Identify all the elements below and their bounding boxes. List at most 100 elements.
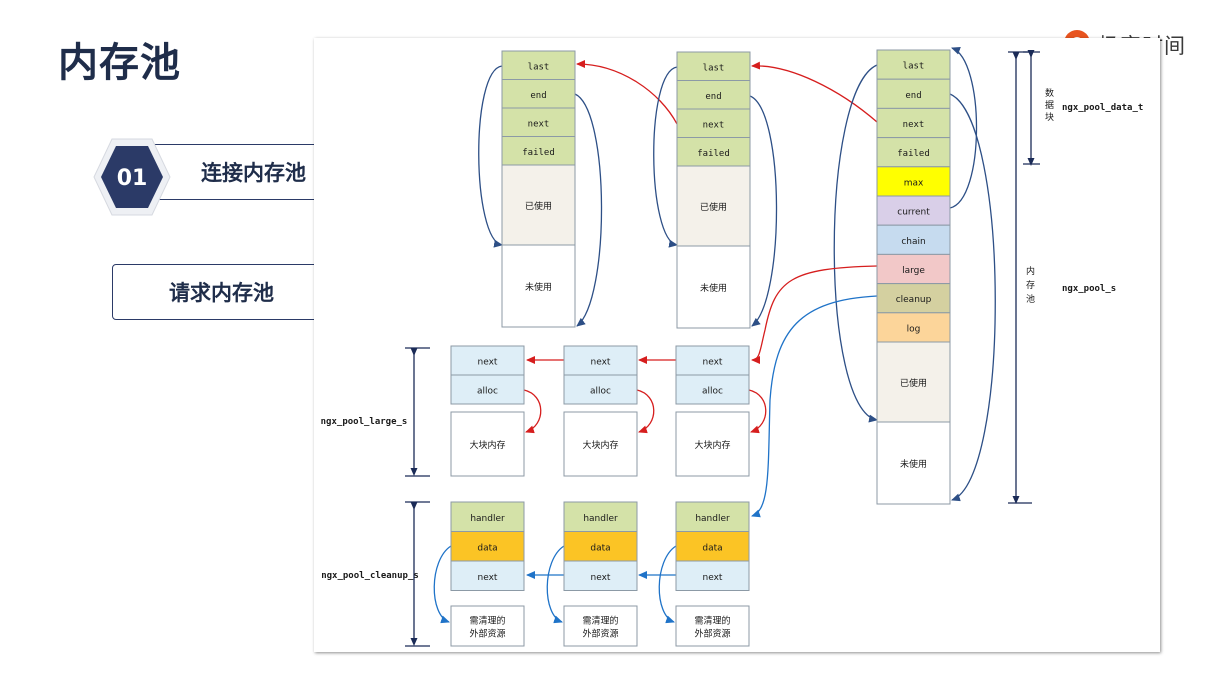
- pool-field-failed: [876, 137, 951, 168]
- pool-field-end-label: end: [905, 91, 921, 101]
- data-block-1-field-failed: [501, 136, 576, 166]
- pool-cleanup-arrow: [751, 295, 878, 518]
- cleanup-1-field-data: [450, 531, 525, 562]
- data-block-2-field-failed: [676, 137, 751, 167]
- pool-field-large: [876, 253, 951, 285]
- cleanup-1-resource: [450, 605, 525, 647]
- cleanup-3-field-handler: [675, 501, 750, 532]
- pool-side-label: 存: [1026, 279, 1035, 291]
- pool-last-arrow: [833, 64, 878, 423]
- large-2-field-next-label: next: [591, 358, 611, 368]
- data-block-1-unused: [501, 244, 576, 328]
- pool-current-arrow: [949, 47, 978, 209]
- block-next-arrow: [576, 60, 678, 125]
- pool-field-current-label: current: [897, 208, 930, 218]
- data-block-1-unused-label: 未使用: [525, 281, 552, 293]
- large-1-memory: [450, 411, 525, 477]
- cleanup-data-arrow: [546, 545, 565, 624]
- menu-number: 01: [117, 166, 148, 191]
- pool-used-label: 已使用: [900, 377, 927, 389]
- cleanup-1-resource-label: 外部资源: [469, 628, 505, 640]
- cleanup-2-field-next: [563, 560, 638, 591]
- pool-large-arrow: [751, 265, 878, 364]
- cleanup-3-field-next: [675, 560, 750, 591]
- cleanup-1-field-next: [450, 560, 525, 591]
- large-2-memory-label: 大块内存: [582, 439, 618, 451]
- pool-field-log: [876, 312, 951, 343]
- cleanup-1-resource-label: 需清理的: [469, 615, 505, 627]
- data-block-2-field-end-label: end: [705, 92, 721, 102]
- pool-field-log-label: log: [907, 324, 921, 334]
- cleanup-2-resource-label: 需清理的: [582, 615, 618, 627]
- data-block-side-label: 数: [1045, 87, 1054, 99]
- block2-last-arrow: [653, 66, 678, 248]
- pool-unused-label: 未使用: [900, 458, 927, 470]
- large-3-memory-label: 大块内存: [694, 439, 730, 451]
- large-1-field-alloc: [450, 374, 525, 405]
- data-block-2-field-last: [676, 51, 751, 81]
- pool-field-failed-label: failed: [897, 149, 930, 159]
- block2-end-arrow: [749, 95, 778, 327]
- data-block-1-field-last: [501, 50, 576, 80]
- cleanup-1-field-data-label: data: [477, 543, 497, 553]
- data-block-2-field-next-label: next: [703, 120, 725, 130]
- pool-field-next-label: next: [903, 120, 925, 130]
- pool-struct-label: ngx_pool_s: [1062, 284, 1116, 294]
- cleanup-2-resource-label: 外部资源: [582, 628, 618, 640]
- large-2-field-next: [563, 345, 638, 376]
- cleanup-3-field-next-label: next: [703, 573, 723, 583]
- pool-side-label: 池: [1026, 293, 1035, 305]
- pool-next-arrow: [751, 61, 878, 123]
- data-block-1-used: [501, 164, 576, 246]
- pool-end-arrow: [949, 93, 996, 502]
- pool-field-next: [876, 107, 951, 139]
- pool-field-large-label: large: [902, 266, 925, 276]
- data-block-2-unused-label: 未使用: [700, 282, 727, 294]
- pool-field-last-label: last: [903, 62, 925, 72]
- cleanup-2-field-handler: [563, 501, 638, 532]
- diagram-side-labels: 数据块ngx_pool_data_t内存池ngx_pool_sngx_pool_…: [321, 50, 1143, 647]
- data-block-2-used: [676, 165, 751, 247]
- data-block-side-label: 据: [1045, 99, 1054, 111]
- large-1-memory-label: 大块内存: [469, 439, 505, 451]
- large-struct-label: ngx_pool_large_s: [321, 417, 408, 427]
- pool-field-last: [876, 49, 951, 80]
- data-block-1-field-next: [501, 107, 576, 137]
- pool-field-chain-label: chain: [901, 237, 925, 247]
- data-block-1-field-failed-label: failed: [522, 148, 555, 158]
- cleanup-3-resource: [675, 605, 750, 647]
- large-3-field-alloc: [675, 374, 750, 405]
- cleanup-struct-label: ngx_pool_cleanup_s: [321, 571, 419, 581]
- cleanup-2-field-next-label: next: [591, 573, 611, 583]
- cleanup-2-field-handler-label: handler: [583, 514, 618, 524]
- data-block-1-field-last-label: last: [528, 62, 550, 72]
- cleanup-1-field-handler-label: handler: [470, 514, 505, 524]
- cleanup-data-arrow: [658, 545, 677, 624]
- block1-last-arrow: [478, 65, 503, 248]
- cleanup-2-resource: [563, 605, 638, 647]
- large-alloc-arrow: [636, 389, 655, 434]
- cleanup-2-field-data-label: data: [590, 543, 610, 553]
- large-2-memory: [563, 411, 638, 477]
- data-block-2-field-last-label: last: [703, 63, 725, 73]
- cleanup-3-field-handler-label: handler: [695, 514, 730, 524]
- cleanup-1-field-handler: [450, 501, 525, 532]
- pool-field-max-label: max: [904, 178, 924, 188]
- menu-number-badge: 01: [93, 138, 171, 216]
- data-block-2-field-failed-label: failed: [697, 149, 730, 159]
- large-1-field-next: [450, 345, 525, 376]
- large-3-field-next-label: next: [703, 358, 723, 368]
- large-3-field-next: [675, 345, 750, 376]
- large-3-memory: [675, 411, 750, 477]
- large-3-field-alloc-label: alloc: [702, 387, 723, 397]
- large-1-field-next-label: next: [478, 358, 498, 368]
- page-title: 内存池: [58, 40, 181, 86]
- pool-field-max: [876, 166, 951, 197]
- pool-field-cleanup-label: cleanup: [896, 295, 932, 305]
- data-block-2-field-next: [676, 108, 751, 138]
- data-block-side-label: 块: [1045, 111, 1054, 123]
- pool-field-current: [876, 195, 951, 226]
- menu-item-label: 请求内存池: [169, 281, 274, 305]
- data-block-2-used-label: 已使用: [700, 201, 727, 213]
